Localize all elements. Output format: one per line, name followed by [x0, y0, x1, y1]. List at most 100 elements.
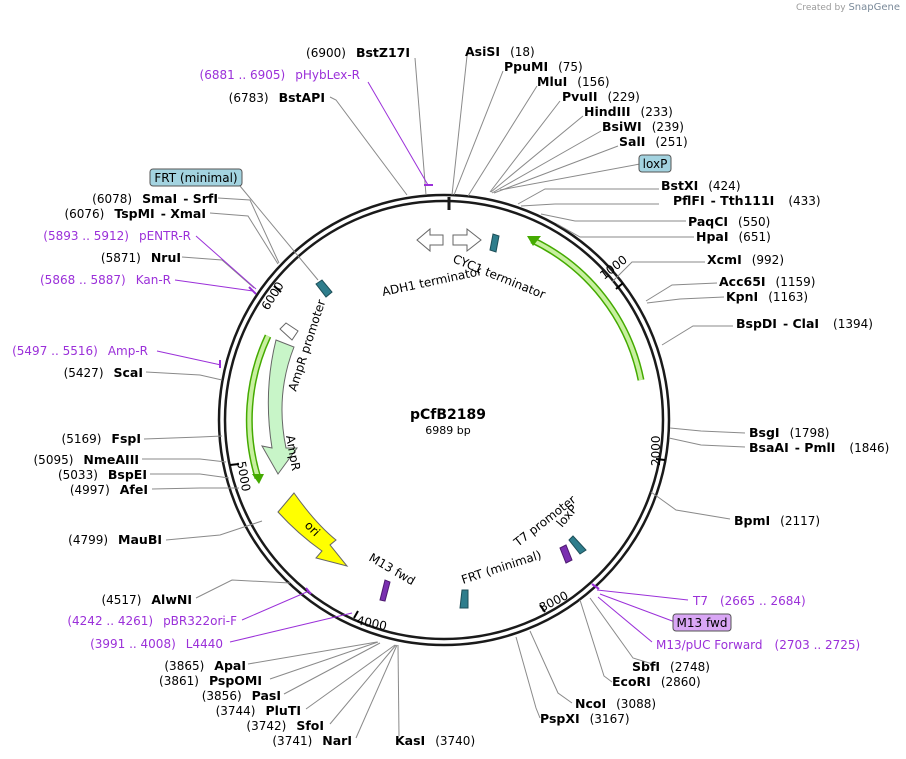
t7-promoter-shape[interactable] [559, 544, 573, 564]
site-asisi[interactable]: AsiSI(18) [465, 44, 535, 59]
primer-pentr-r[interactable]: (5893 .. 5912)pENTR-R [43, 229, 191, 243]
primer-l4440[interactable]: (3991 .. 4008)L4440 [90, 637, 223, 651]
leader-bspei [150, 473, 230, 479]
tick-6000 [273, 285, 282, 293]
primer-kan-r[interactable]: (5868 .. 5887)Kan-R [40, 273, 171, 287]
site-bsgi[interactable]: BsgI(1798) [749, 425, 829, 440]
loxp-box[interactable]: loxP [638, 154, 672, 173]
site-hpai[interactable]: HpaI(651) [696, 229, 771, 244]
cyc1-terminator-shape[interactable] [452, 227, 482, 253]
site-bpmi[interactable]: BpmI(2117) [734, 513, 820, 528]
leader-bstxi [517, 188, 659, 205]
primer-phyblex-r[interactable]: (6881 .. 6905)pHybLex-R [200, 68, 360, 82]
ampr-shape[interactable] [261, 339, 298, 475]
loxp-top-shape[interactable] [489, 233, 500, 253]
leader-kasi [397, 644, 400, 737]
m13-fwd-box[interactable]: M13 fwd [672, 613, 732, 632]
tick-label-5000: 5000 [234, 460, 253, 493]
site-bspdi[interactable]: BspDI- ClaI(1394) [736, 316, 873, 331]
site-ncoi[interactable]: NcoI(3088) [575, 696, 656, 711]
mark-kan-r [248, 286, 257, 295]
site-nari[interactable]: (3741)NarI [272, 733, 352, 748]
primer-pbr322ori-f[interactable]: (4242 .. 4261)pBR322ori-F [67, 614, 237, 628]
site-apai[interactable]: (3865)ApaI [164, 658, 246, 673]
site-pspxi[interactable]: PspXI(3167) [540, 711, 630, 726]
loxp-bottom-shape[interactable] [568, 535, 587, 555]
primer-amp-r[interactable]: (5497 .. 5516)Amp-R [12, 344, 148, 358]
site-bstz17i[interactable]: (6900)BstZ17I [306, 45, 410, 60]
leader-scai [145, 371, 223, 381]
site-bsaai[interactable]: BsaAI- PmlI(1846) [749, 440, 889, 455]
leader-apai [247, 641, 378, 665]
site-sbfi[interactable]: SbfI(2748) [632, 659, 710, 674]
site-hindiii[interactable]: HindIII(233) [584, 104, 673, 119]
site-kasi[interactable]: KasI(3740) [395, 733, 475, 748]
site-bstapi[interactable]: (6783)BstAPI [229, 90, 325, 105]
leader-kpni [646, 296, 725, 304]
leader-asisi [451, 55, 468, 196]
m13-box-text: M13 fwd [677, 616, 728, 630]
site-mlui[interactable]: MluI(156) [537, 74, 610, 89]
site-nmeaiii[interactable]: (5095)NmeAIII [34, 452, 140, 467]
site-bsiwi[interactable]: BsiWI(239) [602, 119, 684, 134]
m13-fwd-shape[interactable] [379, 579, 391, 602]
tick-label-4000: 4000 [355, 613, 388, 633]
plasmid-name: pCfB2189 [410, 407, 486, 423]
leader-l4440 [229, 612, 353, 643]
orf-arc-left-fill [247, 335, 270, 479]
frt-minimal-inner-label: FRT (minimal) [460, 548, 543, 587]
leader-mlui [467, 85, 538, 197]
site-acc65i[interactable]: Acc65I(1159) [719, 274, 815, 289]
ampr-promoter-shape[interactable] [279, 322, 299, 341]
site-ppumi[interactable]: PpuMI(75) [504, 59, 583, 74]
leader-maubi [165, 520, 263, 541]
site-smai[interactable]: (6078)SmaI- SrfI [92, 191, 218, 206]
primer-m13-puc-forward[interactable]: M13/pUC Forward(2703 .. 2725) [656, 638, 860, 652]
frt-box-bg [149, 168, 243, 187]
site-pluti[interactable]: (3744)PluTI [216, 703, 301, 718]
site-sali[interactable]: SalI(251) [619, 134, 688, 149]
site-tspmi[interactable]: (6076)TspMI- XmaI [64, 206, 206, 221]
primer-t7[interactable]: T7(2665 .. 2684) [692, 594, 806, 608]
site-sfoi[interactable]: (3742)SfoI [246, 718, 324, 733]
frt-minimal-box[interactable]: FRT (minimal) [149, 168, 243, 187]
site-afei[interactable]: (4997)AfeI [70, 482, 148, 497]
site-scai[interactable]: (5427)ScaI [64, 365, 143, 380]
leader-afei [151, 487, 239, 490]
ori-shape[interactable] [277, 492, 349, 567]
site-ecori[interactable]: EcoRI(2860) [612, 674, 701, 689]
tick-label-2000: 2000 [649, 435, 663, 466]
plasmid-length: 6989 bp [425, 424, 470, 437]
leader-smai [217, 197, 280, 264]
site-pspomi[interactable]: (3861)PspOMI [159, 673, 262, 688]
site-xcmi[interactable]: XcmI(992) [707, 252, 784, 267]
site-paqci[interactable]: PaqCI(550) [688, 214, 770, 229]
site-kpni[interactable]: KpnI(1163) [726, 289, 808, 304]
site-nrui[interactable]: (5871)NruI [101, 250, 181, 265]
frt-minimal-bottom-shape[interactable] [459, 589, 469, 609]
site-bstxi[interactable]: BstXI(424) [661, 178, 741, 193]
leader-acc65i [645, 282, 718, 302]
enzyme-leaders [142, 55, 746, 739]
primer-leaders [156, 81, 689, 643]
adh1-terminator-shape[interactable] [416, 227, 444, 253]
frt-minimal-top-shape[interactable] [315, 279, 333, 298]
leader-phyblex-r [367, 81, 429, 186]
leader-xcmi [611, 261, 705, 283]
leader-nrui [181, 256, 255, 289]
site-pasi[interactable]: (3856)PasI [202, 688, 281, 703]
leader-bsaai [668, 437, 746, 448]
leader-bstz17i [414, 57, 427, 196]
site-fspi[interactable]: (5169)FspI [62, 431, 141, 446]
site-bspei[interactable]: (5033)BspEI [58, 467, 147, 482]
ampr-label: AmpR [283, 434, 303, 472]
leader-amp-r [156, 350, 222, 366]
leader-ecori [579, 599, 613, 683]
mark-t7-primer [591, 583, 600, 590]
site-pvuii[interactable]: PvuII(229) [562, 89, 640, 104]
site-pflfi[interactable]: PflFI- Tth111I(433) [673, 193, 821, 208]
site-alwni[interactable]: (4517)AlwNI [101, 592, 192, 607]
tick-1000 [615, 282, 624, 290]
leader-paqci [540, 213, 686, 222]
site-maubi[interactable]: (4799)MauBI [68, 532, 162, 547]
